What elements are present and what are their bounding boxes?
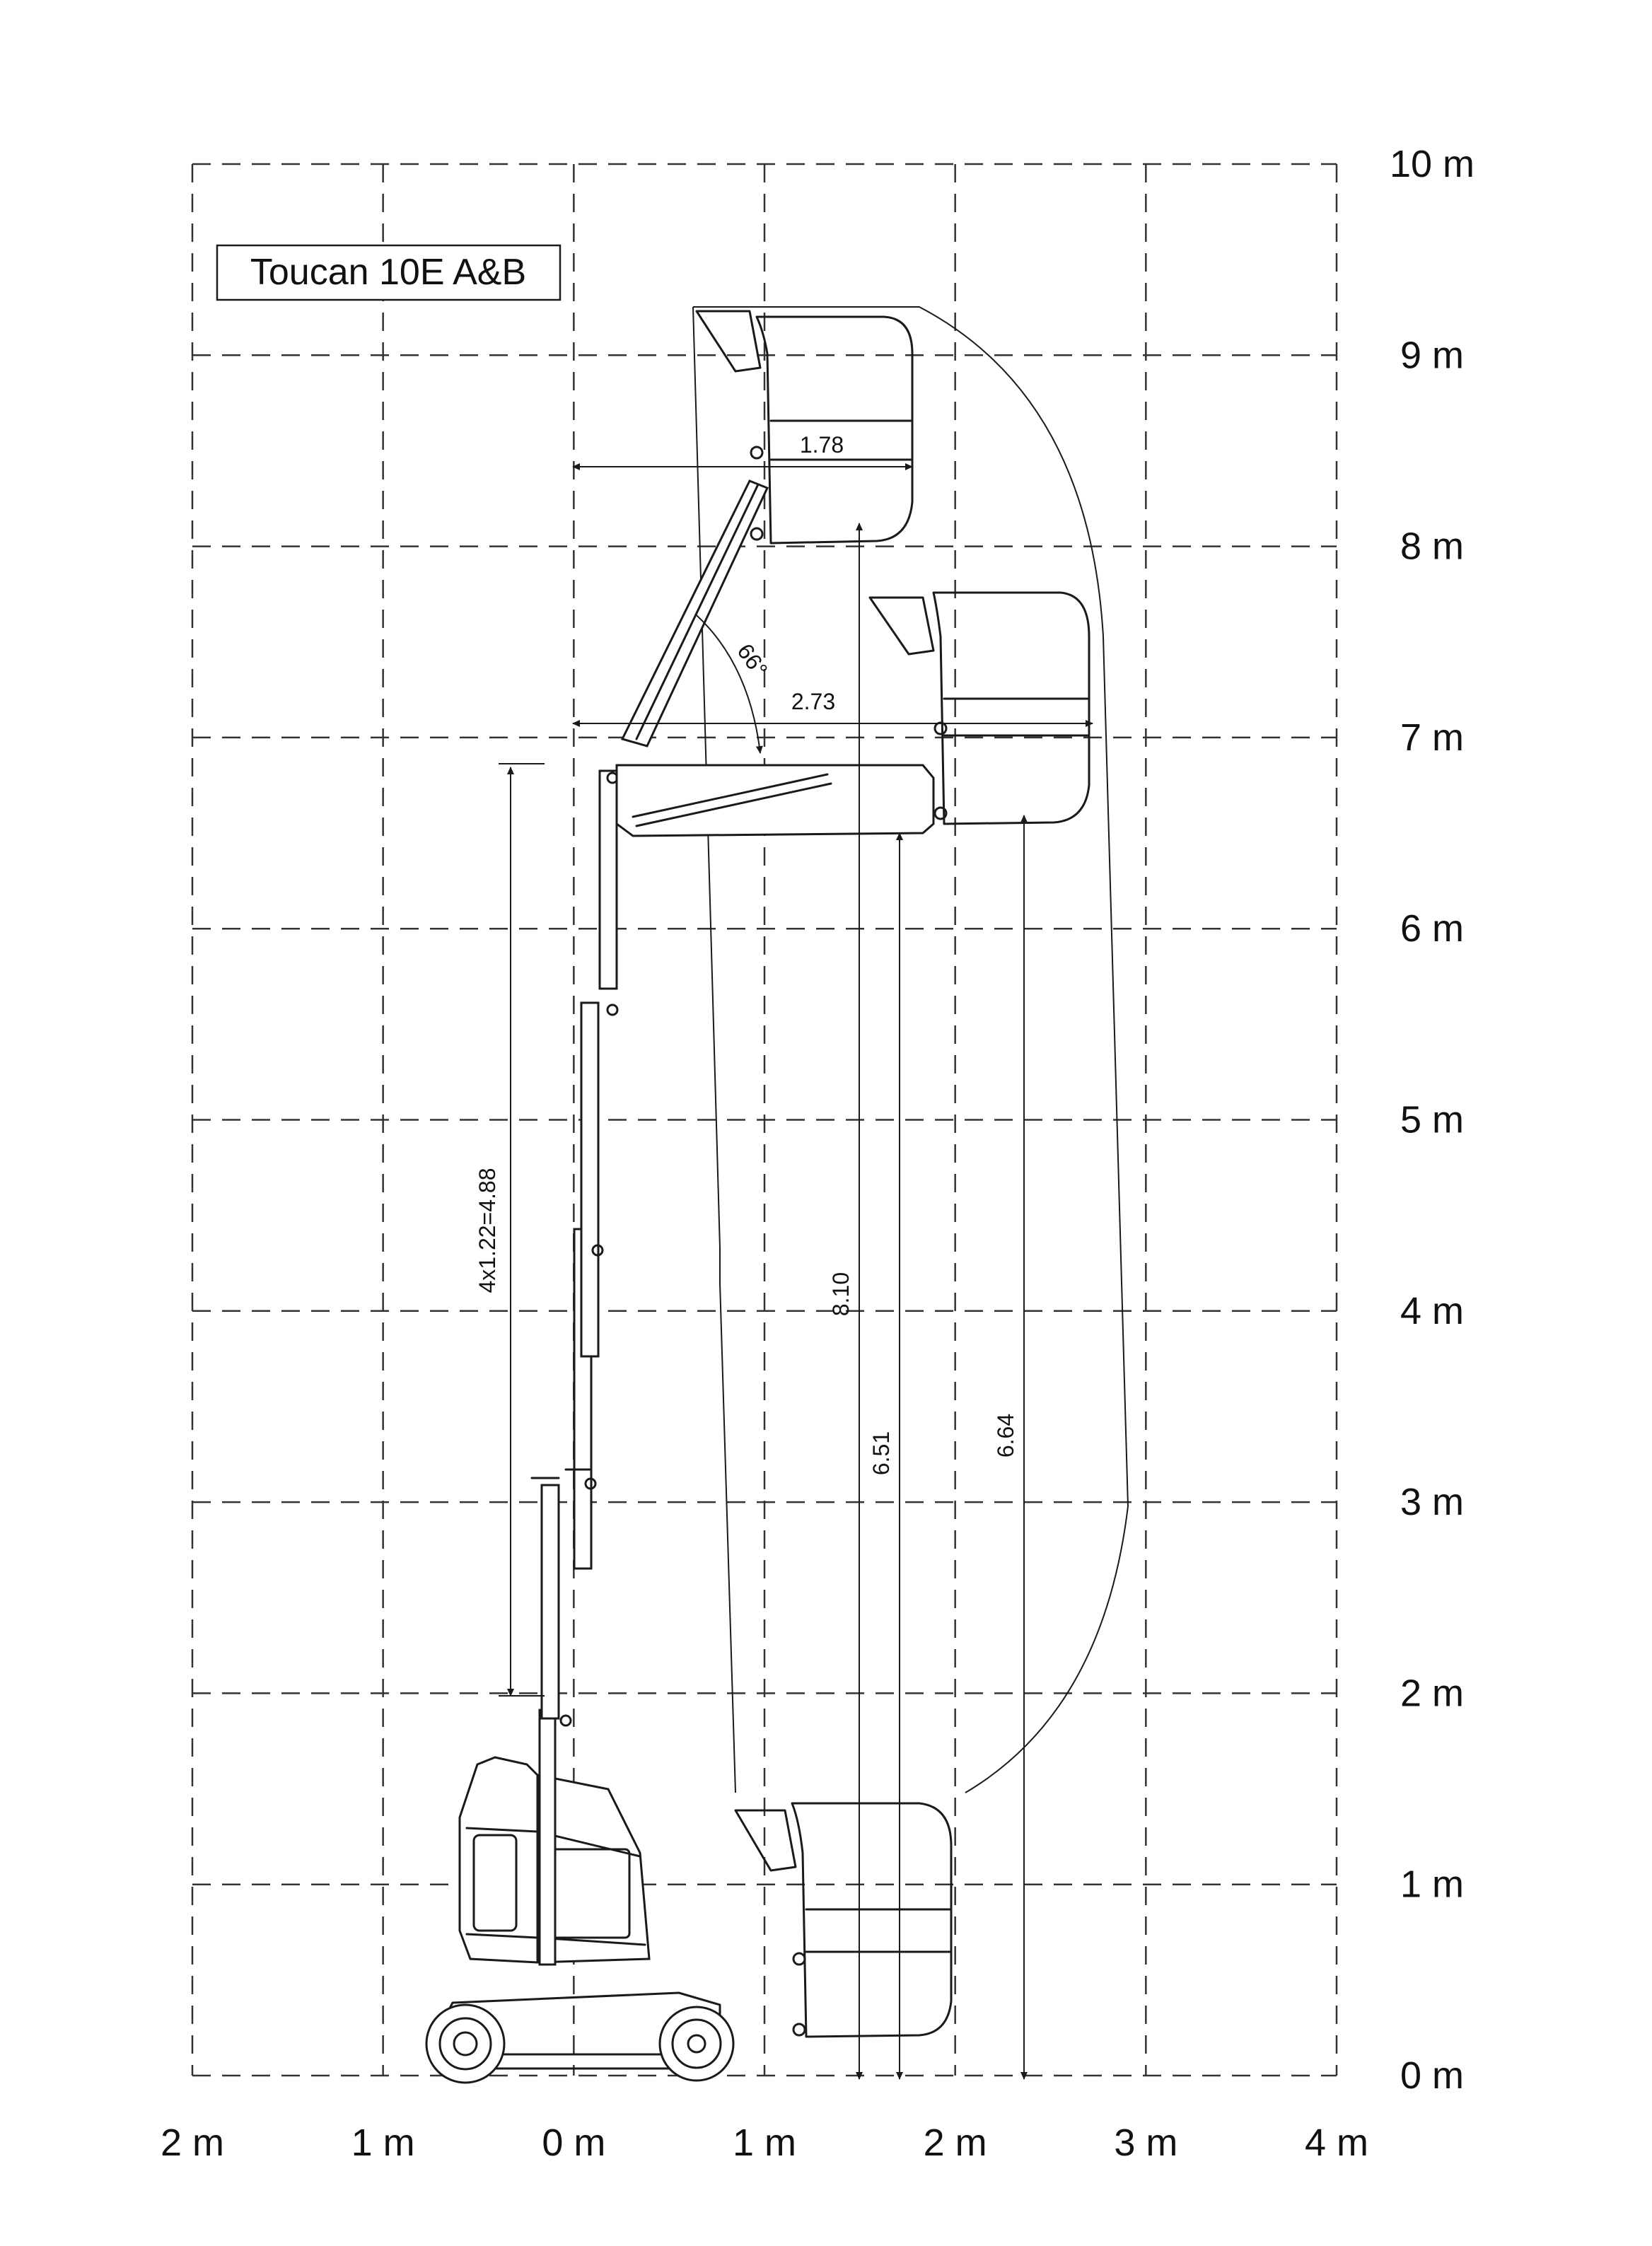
outreach-tick-label: 0 m [542,2122,605,2164]
working-height-label: 8.10 [828,1272,854,1316]
telescopic-mast [530,769,619,1966]
height-tick-label: 3 m [1400,1481,1464,1523]
jib-raised [620,479,769,747]
height-tick-label: 10 m [1390,143,1474,185]
jib-angle-label: 66° [732,639,772,682]
mast-sections-label: 4x1.22=4.88 [475,1168,500,1293]
platform-basket-upper [695,310,914,545]
platform-basket-middle [868,591,1090,825]
dimension-lines [499,463,1093,2080]
height-tick-label: 6 m [1400,907,1464,950]
model-title-box: Toucan 10E A&B [216,244,562,301]
height-tick-label: 2 m [1400,1672,1464,1714]
outreach-tick-label: 1 m [351,2122,415,2164]
working-envelope [693,306,1129,1793]
height-tick-label: 0 m [1400,2054,1464,2097]
rear-wheel [425,2003,506,2084]
height-tick-label: 9 m [1400,334,1464,376]
outreach-axis-labels: 2 m 1 m 0 m 1 m 2 m 3 m 4 m [161,2122,1368,2164]
outreach-max-label: 2.73 [791,689,835,714]
height-tick-label: 7 m [1400,716,1464,759]
model-title: Toucan 10E A&B [250,252,526,293]
dashed-grid [191,163,1338,2077]
height-tick-label: 8 m [1400,525,1464,568]
platform-height-a-label: 6.51 [868,1431,894,1475]
height-tick-label: 4 m [1400,1290,1464,1332]
outreach-tick-label: 2 m [161,2122,224,2164]
platform-height-b-label: 6.64 [993,1414,1018,1457]
outreach-tick-label: 1 m [733,2122,796,2164]
outreach-upper-label: 1.78 [800,432,844,458]
jib-angle-arc [696,615,763,754]
height-tick-label: 1 m [1400,1863,1464,1906]
machine-base [425,1756,735,2084]
front-wheel [658,2006,735,2082]
platform-basket-stowed [734,1802,953,2038]
height-axis-labels: 0 m 1 m 2 m 3 m 4 m 5 m 6 m 7 m 8 m 9 m 10 m [1390,143,1474,2097]
outreach-tick-label: 4 m [1305,2122,1368,2164]
boom-extended [615,764,935,837]
outreach-tick-label: 3 m [1114,2122,1177,2164]
height-tick-label: 5 m [1400,1099,1464,1141]
outreach-tick-label: 2 m [924,2122,987,2164]
